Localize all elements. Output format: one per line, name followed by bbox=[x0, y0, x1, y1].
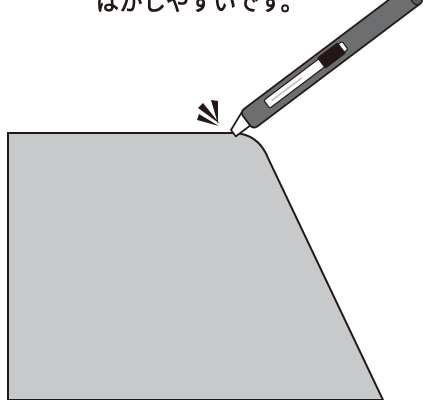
emphasis-marks-icon bbox=[197, 100, 220, 126]
caption-text: はかしやすいです。 bbox=[95, 0, 305, 16]
knife-slider-button bbox=[317, 42, 346, 69]
film-sheet bbox=[7, 132, 385, 400]
knife-body bbox=[241, 0, 424, 129]
utility-knife-icon bbox=[230, 0, 424, 138]
